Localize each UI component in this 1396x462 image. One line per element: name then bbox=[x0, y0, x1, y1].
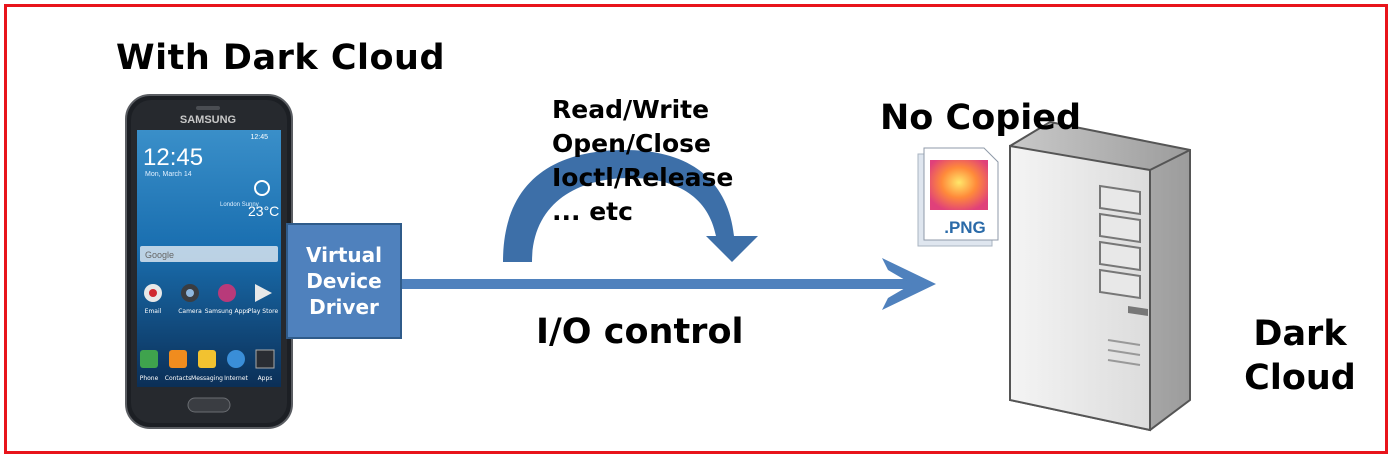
phone-home-button bbox=[187, 397, 231, 413]
png-extension-label: .PNG bbox=[944, 218, 986, 237]
png-file-icon: .PNG bbox=[917, 147, 999, 247]
driver-label-line1: Virtual bbox=[306, 243, 382, 267]
phone-location: London Sunny bbox=[220, 202, 259, 208]
dock-label-phone: Phone bbox=[140, 375, 159, 382]
operation-ioctl-release: Ioctl/Release bbox=[552, 163, 734, 192]
dark-cloud-label-line1: Dark bbox=[1253, 314, 1347, 354]
dock-label-internet: Internet bbox=[224, 375, 248, 382]
dock-label-apps: Apps bbox=[258, 375, 273, 382]
operation-read-write: Read/Write bbox=[552, 95, 710, 124]
dock-label-messaging: Messaging bbox=[191, 375, 223, 382]
dark-cloud-label-line2: Cloud bbox=[1244, 358, 1356, 398]
phone-search-label: Google bbox=[145, 250, 174, 260]
app-label-email: Email bbox=[145, 308, 162, 315]
operation-open-close: Open/Close bbox=[552, 129, 711, 158]
phone-dock-icons: Phone Contacts Messaging Internet Apps bbox=[140, 349, 275, 382]
phone-clock: 12:45 bbox=[143, 144, 203, 171]
app-label-camera: Camera bbox=[178, 308, 202, 315]
phone-app-icons-row1: Email Camera Samsung Apps Play Store bbox=[144, 284, 278, 315]
io-control-label: I/O control bbox=[536, 312, 744, 352]
virtual-device-driver-box: Virtual Device Driver bbox=[286, 223, 402, 339]
operation-etc: ... etc bbox=[552, 197, 633, 226]
smartphone-image: SAMSUNG 12:45 12:45 Mon, March 14 23°C L… bbox=[125, 94, 293, 429]
dark-cloud-label: Dark Cloud bbox=[1230, 312, 1370, 400]
driver-label-line3: Driver bbox=[309, 295, 379, 319]
operations-list: Read/Write Open/Close Ioctl/Release ... … bbox=[552, 93, 733, 229]
app-label-samsung-apps: Samsung Apps bbox=[205, 308, 250, 315]
phone-date: Mon, March 14 bbox=[145, 171, 192, 178]
app-label-play-store: Play Store bbox=[248, 308, 279, 315]
phone-search-bar bbox=[140, 246, 278, 262]
driver-label-line2: Device bbox=[306, 269, 382, 293]
no-copied-label: No Copied bbox=[880, 98, 1082, 138]
server-tower-icon bbox=[1009, 120, 1191, 432]
phone-brand-logo: SAMSUNG bbox=[180, 114, 236, 126]
diagram-title: With Dark Cloud bbox=[116, 38, 446, 78]
phone-temperature: 23°C bbox=[248, 203, 279, 219]
io-control-arrow bbox=[400, 258, 936, 310]
phone-status-time: 12:45 bbox=[250, 134, 268, 141]
operations-curved-arrow bbox=[503, 150, 758, 262]
dock-label-contacts: Contacts bbox=[165, 375, 191, 382]
sun-icon bbox=[254, 180, 270, 196]
